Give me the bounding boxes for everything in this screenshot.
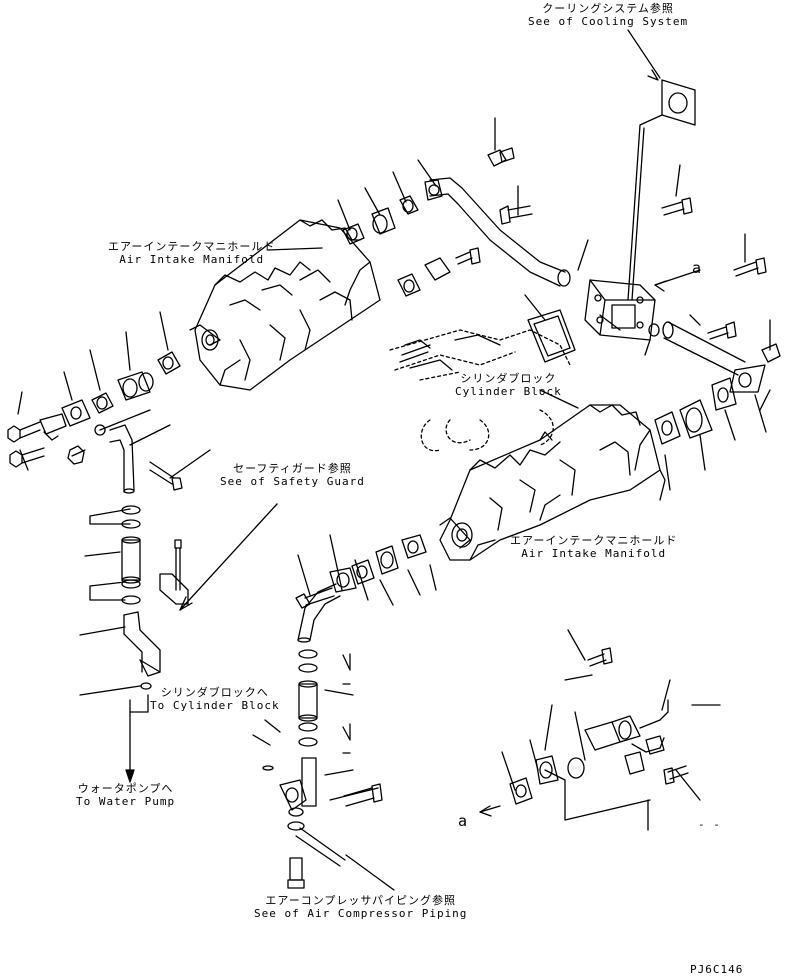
air-compressor-piping-label-jp: エアーコンプレッサパイピング参照 bbox=[265, 894, 456, 907]
gasket-group-left bbox=[40, 352, 180, 440]
air-compressor-pipe bbox=[288, 808, 345, 888]
air-intake-manifold-top bbox=[190, 220, 380, 390]
bolt-middle-right bbox=[588, 648, 612, 666]
cylinder-block-label: シリンダブロック Cylinder Block bbox=[455, 372, 562, 398]
hose-assembly-middle bbox=[263, 650, 382, 810]
blank-plate bbox=[398, 258, 450, 296]
bolts-top-right bbox=[456, 148, 780, 362]
cooling-system-label-jp: クーリングシステム参照 bbox=[542, 2, 674, 15]
ref-a-top: a bbox=[692, 259, 702, 277]
air-compressor-piping-label-en: See of Air Compressor Piping bbox=[254, 907, 468, 920]
dash-mark: - - bbox=[698, 818, 721, 831]
air-intake-manifold-right bbox=[440, 405, 665, 560]
thermostat-housing bbox=[585, 280, 659, 340]
cylinder-block-outline bbox=[390, 330, 570, 451]
cooling-system-label-en: See of Cooling System bbox=[528, 15, 689, 28]
hose-assembly-left bbox=[122, 506, 160, 689]
to-cylinder-block-label-jp: シリンダブロックへ bbox=[160, 686, 269, 699]
ref-a-bottom: a bbox=[458, 812, 468, 830]
air-intake-manifold-top-label: エアーインテークマニホールド Air Intake Manifold bbox=[108, 240, 275, 266]
safety-guard-bracket bbox=[160, 540, 188, 604]
elbow-pipe-middle bbox=[296, 568, 356, 642]
drawing-code: PJ6C146 bbox=[690, 963, 744, 976]
safety-guard-label-jp: セーフティガード参照 bbox=[233, 462, 352, 475]
cooling-system-label: クーリングシステム参照 See of Cooling System bbox=[528, 2, 688, 28]
heater-sensor-assembly bbox=[510, 700, 688, 804]
water-pump-arrow bbox=[126, 770, 134, 782]
cooling-system-flange bbox=[628, 80, 695, 300]
coolant-pipe-top bbox=[425, 178, 570, 286]
air-compressor-piping-label: エアーコンプレッサパイピング参照 See of Air Compressor P… bbox=[254, 894, 467, 920]
to-water-pump-label: ウォータポンプへ To Water Pump bbox=[76, 782, 175, 808]
to-water-pump-label-en: To Water Pump bbox=[76, 795, 176, 808]
air-intake-manifold-right-label-jp: エアーインテークマニホールド bbox=[510, 534, 678, 547]
gasket-group-right-manifold bbox=[352, 535, 426, 584]
air-intake-manifold-top-label-jp: エアーインテークマニホールド bbox=[108, 240, 276, 253]
gasket-group-top bbox=[343, 196, 418, 244]
elbow-pipe-left bbox=[110, 425, 182, 493]
air-intake-manifold-right-label-en: Air Intake Manifold bbox=[521, 547, 667, 560]
bolts-left bbox=[8, 422, 84, 467]
to-water-pump-label-jp: ウォータポンプへ bbox=[77, 782, 174, 795]
cylinder-block-label-jp: シリンダブロック bbox=[460, 372, 557, 385]
coolant-pipe-right bbox=[655, 322, 765, 444]
safety-guard-label: セーフティガード参照 See of Safety Guard bbox=[220, 462, 365, 488]
to-cylinder-block-label: シリンダブロックへ To Cylinder Block bbox=[150, 686, 280, 712]
safety-guard-label-en: See of Safety Guard bbox=[220, 475, 365, 488]
air-intake-manifold-right-label: エアーインテークマニホールド Air Intake Manifold bbox=[510, 534, 677, 560]
cylinder-block-label-en: Cylinder Block bbox=[455, 385, 562, 398]
gasket-plate-mid bbox=[528, 310, 575, 362]
cylinder-block-solid bbox=[400, 335, 500, 370]
air-intake-manifold-top-label-en: Air Intake Manifold bbox=[119, 253, 265, 266]
to-cylinder-block-label-en: To Cylinder Block bbox=[150, 699, 280, 712]
